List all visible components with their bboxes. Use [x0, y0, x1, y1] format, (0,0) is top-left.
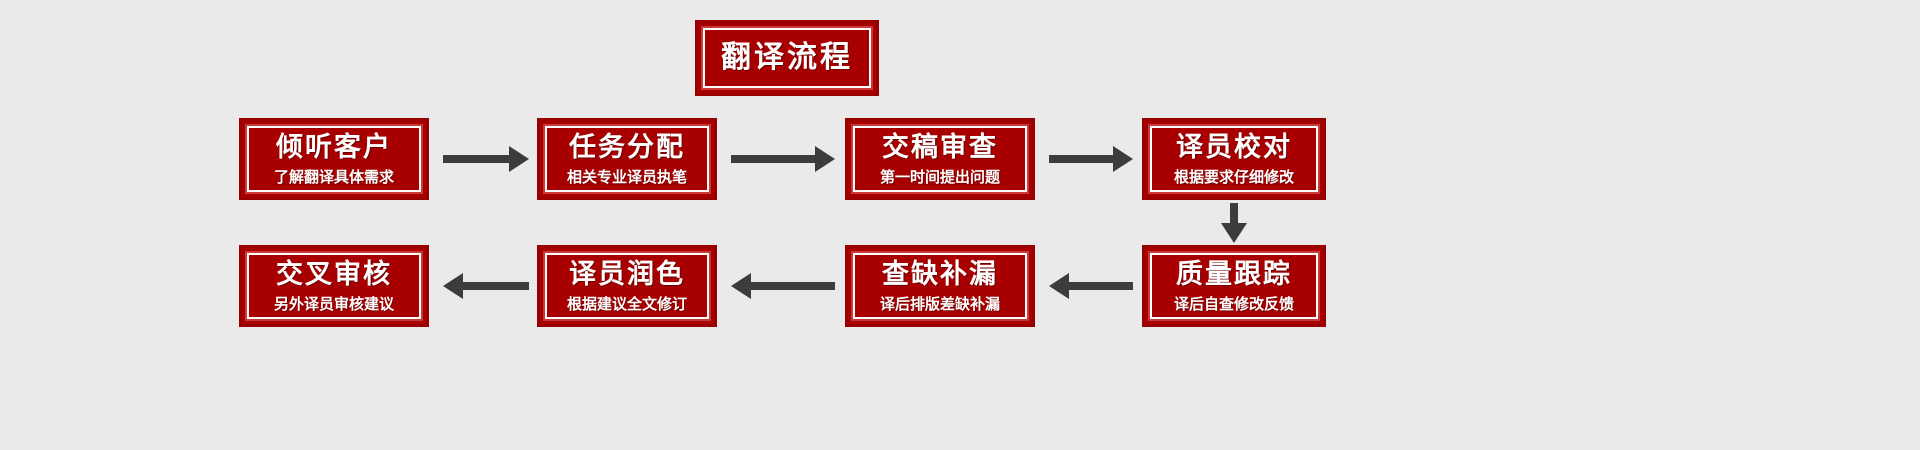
step-box-inner: 任务分配 相关专业译员执笔: [543, 124, 711, 194]
step-subtitle: 译后自查修改反馈: [1173, 295, 1294, 313]
arrow-head: [1049, 273, 1069, 299]
step-subtitle: 根据建议全文修订: [566, 295, 687, 313]
arrow-head: [509, 146, 529, 172]
arrow-right-icon: [731, 145, 835, 173]
step-title: 倾听客户: [276, 131, 392, 162]
step-subtitle: 另外译员审核建议: [273, 295, 394, 313]
step-title: 质量跟踪: [1176, 258, 1292, 289]
step-title: 查缺补漏: [882, 258, 998, 289]
arrow-shaft: [463, 282, 529, 290]
step-title: 译员校对: [1176, 131, 1292, 162]
arrow-shaft: [731, 155, 815, 163]
arrow-left-icon: [1049, 272, 1133, 300]
arrow-right-icon: [443, 145, 529, 173]
arrow-right-icon: [1049, 145, 1133, 173]
step-box-inner: 交稿审查 第一时间提出问题: [851, 124, 1029, 194]
process-step-translator-proofreading: 译员校对 根据要求仔细修改: [1142, 118, 1326, 200]
arrow-down-icon: [1220, 203, 1248, 243]
step-subtitle: 了解翻译具体需求: [273, 168, 394, 186]
arrow-shaft: [751, 282, 835, 290]
arrow-head: [443, 273, 463, 299]
step-box-inner: 交叉审核 另外译员审核建议: [245, 251, 423, 321]
title-box-inner: 翻译流程: [701, 26, 873, 90]
arrow-head: [815, 146, 835, 172]
step-title: 交稿审查: [882, 131, 998, 162]
step-box-inner: 查缺补漏 译后排版差缺补漏: [851, 251, 1029, 321]
step-subtitle: 第一时间提出问题: [879, 168, 1000, 186]
step-subtitle: 相关专业译员执笔: [566, 168, 687, 186]
arrow-shaft: [1069, 282, 1133, 290]
step-box-inner: 译员润色 根据建议全文修订: [543, 251, 711, 321]
arrow-head: [1221, 223, 1247, 243]
page-title: 翻译流程: [721, 41, 853, 74]
arrow-left-icon: [443, 272, 529, 300]
step-subtitle: 根据要求仔细修改: [1173, 168, 1294, 186]
process-step-gap-filling: 查缺补漏 译后排版差缺补漏: [845, 245, 1035, 327]
step-box-inner: 译员校对 根据要求仔细修改: [1148, 124, 1320, 194]
arrow-left-icon: [731, 272, 835, 300]
arrow-shaft: [1049, 155, 1113, 163]
flowchart-title-box: 翻译流程: [695, 20, 879, 96]
process-step-translator-polishing: 译员润色 根据建议全文修订: [537, 245, 717, 327]
arrow-shaft: [1230, 203, 1238, 223]
arrow-shaft: [443, 155, 509, 163]
arrow-head: [1113, 146, 1133, 172]
step-subtitle: 译后排版差缺补漏: [879, 295, 1000, 313]
step-title: 译员润色: [569, 258, 685, 289]
process-step-cross-review: 交叉审核 另外译员审核建议: [239, 245, 429, 327]
process-step-quality-tracking: 质量跟踪 译后自查修改反馈: [1142, 245, 1326, 327]
step-box-inner: 倾听客户 了解翻译具体需求: [245, 124, 423, 194]
step-title: 交叉审核: [276, 258, 392, 289]
step-title: 任务分配: [569, 131, 685, 162]
arrow-head: [731, 273, 751, 299]
step-box-inner: 质量跟踪 译后自查修改反馈: [1148, 251, 1320, 321]
process-step-listen-to-client: 倾听客户 了解翻译具体需求: [239, 118, 429, 200]
process-step-task-assignment: 任务分配 相关专业译员执笔: [537, 118, 717, 200]
process-step-submission-review: 交稿审查 第一时间提出问题: [845, 118, 1035, 200]
